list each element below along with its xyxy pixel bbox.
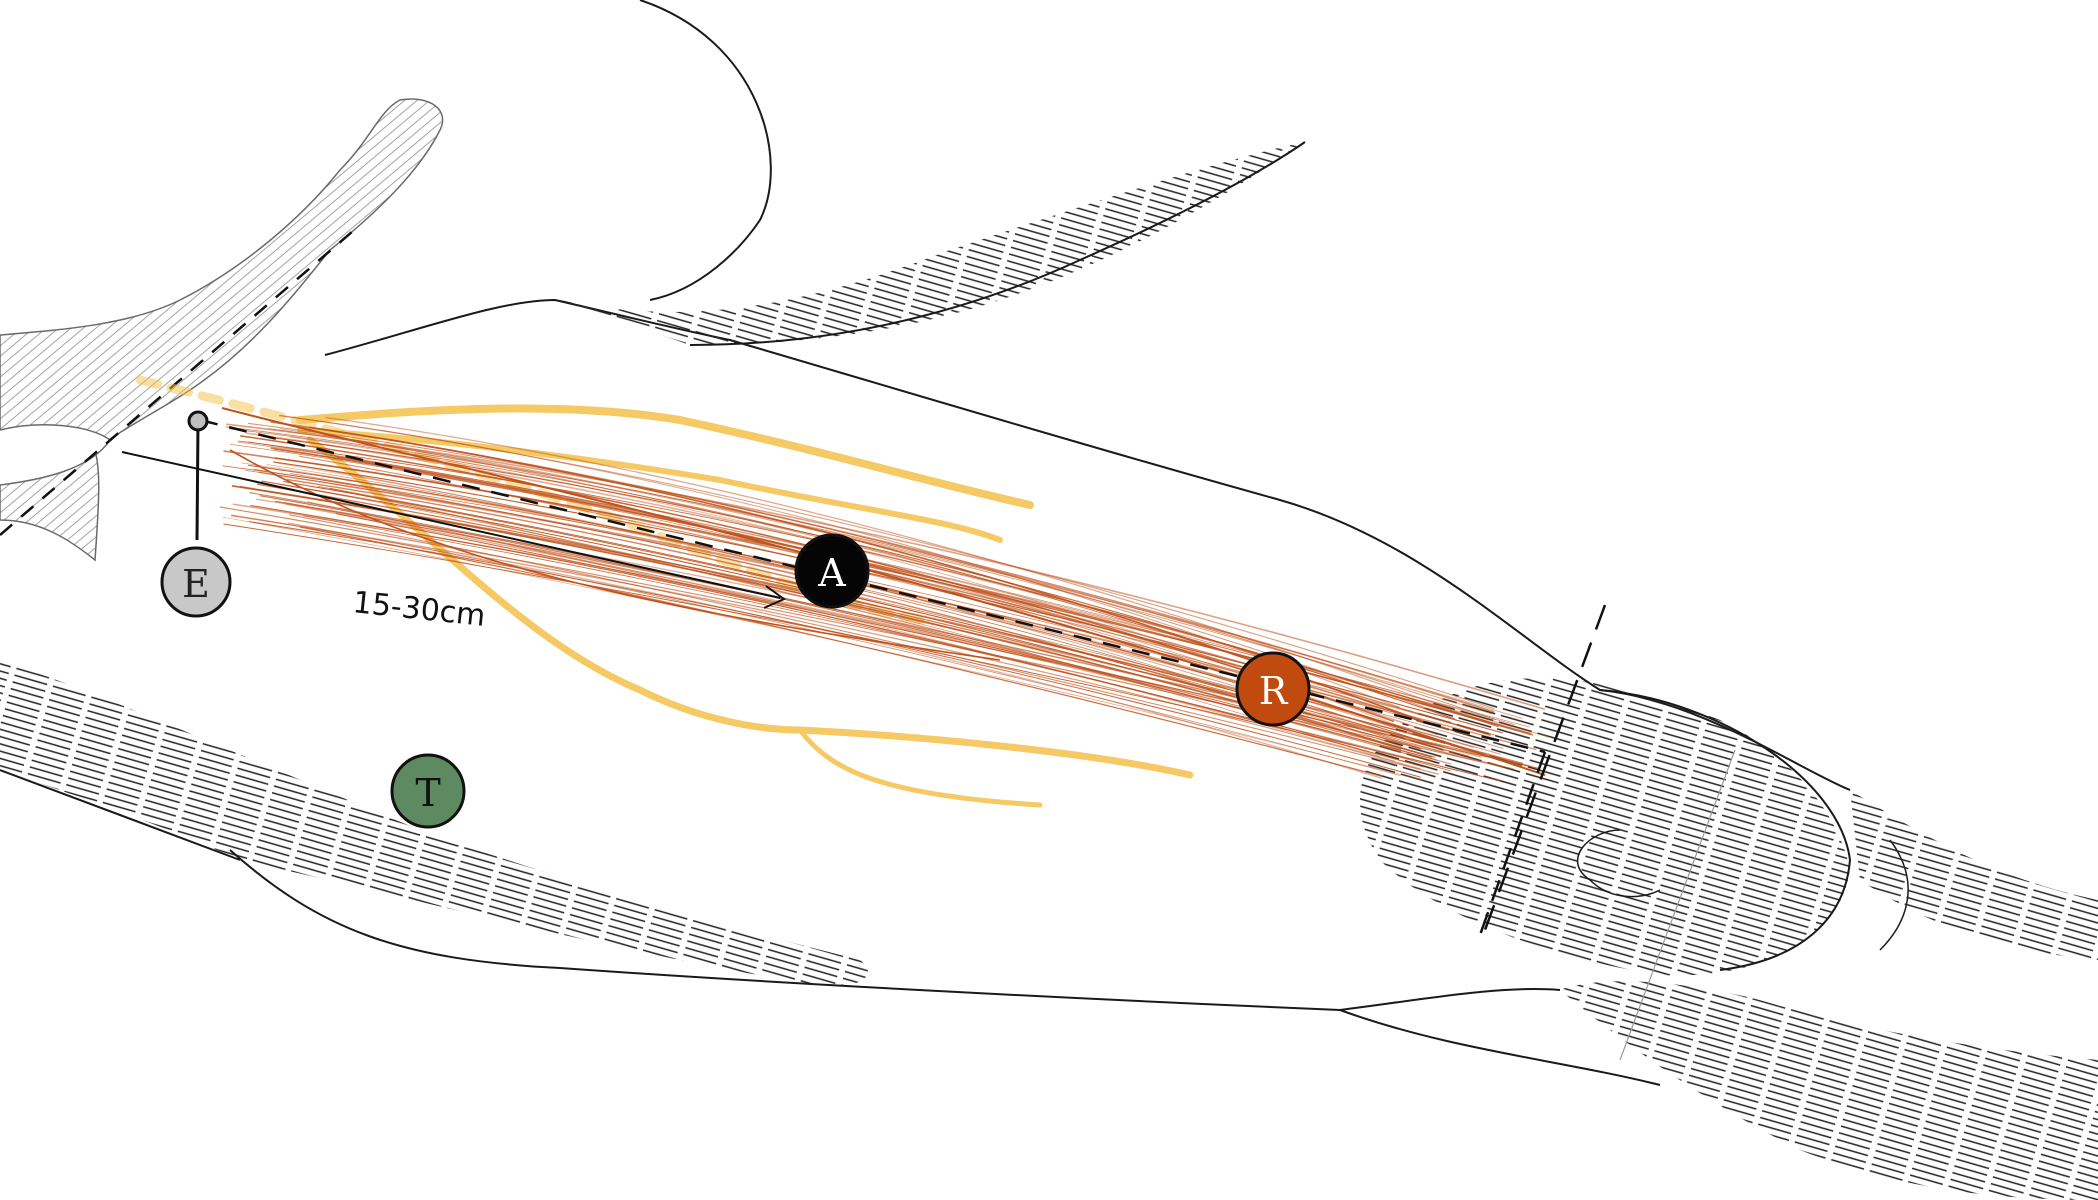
marker-r: R [1235, 651, 1311, 727]
marker-r-label: R [1259, 669, 1289, 713]
muscle-fiber [275, 500, 1532, 768]
lower-body-outline [0, 660, 2098, 1200]
marker-t: T [390, 753, 466, 829]
muscle-fiber [279, 428, 1523, 720]
muscle-fiber [329, 454, 1549, 738]
marker-a: A [794, 533, 870, 609]
marker-a-label: A [817, 551, 846, 595]
length-arrow [121, 451, 786, 609]
marker-t-circle [390, 753, 466, 829]
muscle-fiber [325, 416, 1451, 710]
marker-e: E [160, 410, 232, 618]
muscle-fiber [239, 485, 1524, 765]
muscle-fiber [288, 514, 1439, 775]
muscle-fiber [225, 426, 1496, 721]
marker-e-circle [160, 546, 232, 618]
muscle-fiber [279, 414, 1495, 710]
muscle-fiber [335, 513, 1539, 769]
marker-e-label: E [182, 562, 210, 606]
mechanical-axis [199, 418, 1607, 939]
marker-t-label: T [415, 771, 440, 815]
length-label: 15-30cm [351, 585, 487, 634]
origin-point [187, 410, 209, 432]
muscle-fiber [299, 526, 1383, 777]
muscle-fiber [230, 514, 1421, 770]
marker-a-circle [794, 533, 870, 609]
muscle-fiber [223, 523, 1501, 782]
muscle-fiber [247, 441, 1515, 725]
marker-r-circle [1235, 651, 1311, 727]
muscle-fiber [247, 422, 1437, 713]
pelvis-bone [0, 98, 444, 562]
muscle-fiber [285, 503, 1514, 770]
